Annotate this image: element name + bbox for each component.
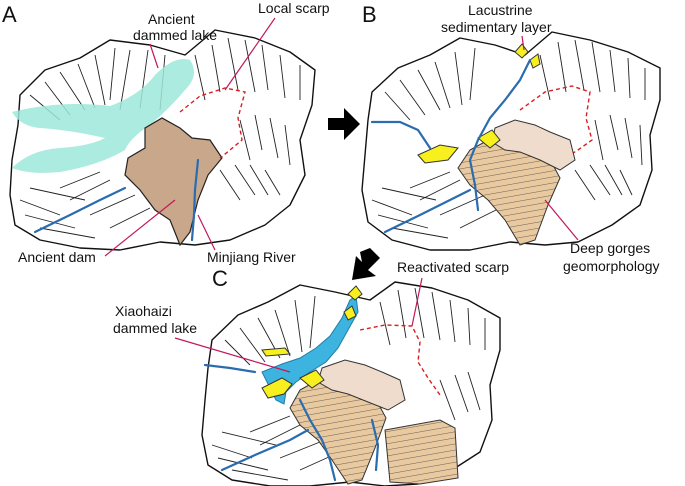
panel-letter-c: C xyxy=(212,266,228,291)
lacustrine-layer-b3 xyxy=(514,43,529,59)
label-xiaohaizi-1: Xiaohaizi xyxy=(115,303,172,319)
panel-a-landscape-outline xyxy=(9,29,316,251)
scarp-b xyxy=(519,85,593,159)
lacustrine-layer-c2 xyxy=(299,369,325,389)
tributary-b2 xyxy=(383,188,472,234)
panel-c: C Reactivated scarp xyxy=(113,259,509,486)
lacustrine-layer-b2 xyxy=(477,129,501,149)
panel-b-landscape-outline xyxy=(361,31,661,251)
leader-lacustrine xyxy=(521,35,525,51)
panel-b: B Lacustrine sedimentary layer Deep gorg… xyxy=(361,2,661,274)
lacustrine-layer-c4 xyxy=(343,305,357,321)
lacustrine-layer-b4 xyxy=(529,53,541,69)
label-lacustrine-2: sedimentary layer xyxy=(441,19,552,35)
label-local-scarp-a: Local scarp xyxy=(258,0,330,16)
lacustrine-layer-c5 xyxy=(261,347,291,357)
label-xiaohaizi-2: dammed lake xyxy=(113,320,197,336)
label-minjiang-river: Minjiang River xyxy=(207,249,296,265)
tributary-b1 xyxy=(370,120,432,150)
lacustrine-layer-c1 xyxy=(261,377,293,399)
ancient-dam xyxy=(124,117,223,247)
dam-remnant-c xyxy=(317,359,406,411)
panel-c-landscape-outline xyxy=(201,281,501,486)
leader-ancient-lake xyxy=(149,43,159,69)
panel-b-ridges xyxy=(371,39,646,239)
arrow-b-to-c xyxy=(352,248,380,280)
dam-remnant-b xyxy=(491,119,576,171)
tributary-a xyxy=(33,186,127,234)
minjiang-river-c xyxy=(298,398,337,482)
reactivated-scarp-c xyxy=(359,324,441,396)
minjiang-river-a xyxy=(190,158,200,242)
leader-local-scarp xyxy=(224,17,276,91)
leader-reactivated-scarp xyxy=(411,277,423,327)
arrow-a-to-b xyxy=(328,108,360,140)
label-ancient-dam: Ancient dam xyxy=(18,249,96,265)
label-ancient-dammed-lake-1: Ancient xyxy=(148,11,195,27)
tributary-c3 xyxy=(370,418,380,472)
panel-letter-a: A xyxy=(2,2,17,27)
tributary-c2 xyxy=(220,428,310,472)
panel-letter-b: B xyxy=(362,2,377,27)
xiaohaizi-dammed-lake xyxy=(261,295,359,405)
ancient-dammed-lake xyxy=(12,59,194,173)
lacustrine-layer-c3 xyxy=(347,285,363,301)
leader-xiaohaizi xyxy=(174,337,291,373)
label-deep-gorges-1: Deep gorges xyxy=(570,240,650,256)
minjiang-river-b xyxy=(468,58,532,212)
label-reactivated-scarp: Reactivated scarp xyxy=(397,259,509,275)
tributary-c1 xyxy=(203,363,257,374)
label-lacustrine-1: Lacustrine xyxy=(468,2,533,18)
leader-deep-gorges xyxy=(544,199,579,241)
label-deep-gorges-2: geomorphology xyxy=(563,258,660,274)
local-scarp-a xyxy=(179,87,246,159)
label-ancient-dammed-lake-2: dammed lake xyxy=(133,27,217,43)
panel-c-ridges xyxy=(211,287,486,481)
lacustrine-layer-b1 xyxy=(417,144,459,164)
leader-ancient-dam xyxy=(104,199,176,257)
panel-a: A Ancient dammed lake Local scarp Ancien… xyxy=(2,0,330,265)
leader-minjiang xyxy=(197,214,216,251)
